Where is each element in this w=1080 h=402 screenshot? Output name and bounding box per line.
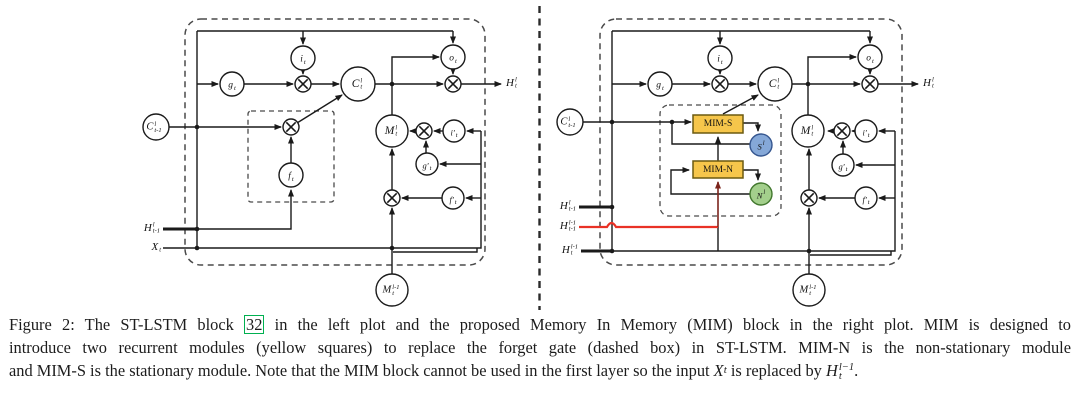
stlstm-gate-circles bbox=[142, 44, 466, 307]
gt-prime-gate-circle bbox=[831, 153, 855, 177]
it-gate-circle bbox=[707, 45, 733, 71]
stlstm-outer-dashed-border bbox=[184, 18, 486, 266]
ft-prime-label: f't bbox=[449, 194, 457, 206]
caption-text: . bbox=[854, 361, 859, 380]
mim-s-module-label: MIM-S bbox=[703, 119, 733, 129]
citation-32-link[interactable]: 32 bbox=[244, 315, 265, 334]
mim-s-module-box bbox=[692, 114, 744, 134]
h-prev-lm1-red-line bbox=[579, 221, 718, 229]
it-prime-label: i't bbox=[862, 127, 870, 139]
caption-text: and MIM-S is the stationary module. Note… bbox=[9, 361, 714, 380]
mim-gate-circles bbox=[556, 44, 883, 307]
caption-text: Figure 2: The ST-LSTM block bbox=[9, 315, 245, 334]
multiply-node bbox=[282, 118, 300, 136]
mim-n-module-box bbox=[692, 160, 744, 179]
it-prime-label: i't bbox=[450, 127, 458, 139]
mt-below-circle bbox=[792, 273, 826, 307]
diagram-canvas bbox=[142, 6, 919, 310]
stlstm-connections bbox=[163, 30, 502, 274]
multiply-node bbox=[861, 75, 879, 93]
ct-cell-circle bbox=[340, 66, 376, 102]
multiply-node bbox=[444, 75, 462, 93]
mt-below-circle bbox=[375, 273, 409, 307]
n-memory-circle bbox=[749, 182, 773, 206]
caption-text: is replaced by bbox=[726, 361, 826, 380]
stlstm-multiply-nodes bbox=[282, 75, 462, 207]
mt-cell-circle bbox=[791, 114, 825, 148]
forget-gate-dashed-box bbox=[247, 110, 335, 203]
stlstm-diagram bbox=[142, 18, 502, 307]
ct-prev-circle bbox=[142, 113, 170, 141]
mim-diagram bbox=[556, 18, 919, 307]
caption-line-2: introduce two recurrent modules (yellow … bbox=[9, 338, 1071, 357]
multiply-node bbox=[294, 75, 312, 93]
multiply-node bbox=[800, 189, 818, 207]
ot-gate-circle bbox=[857, 44, 883, 70]
gt-gate-circle bbox=[647, 71, 673, 97]
mim-junction-dots bbox=[609, 81, 812, 254]
s-memory-circle bbox=[749, 133, 773, 157]
multiply-node bbox=[711, 75, 729, 93]
gt-prime-gate-circle bbox=[415, 152, 439, 176]
caption-line-3: and MIM-S is the stationary module. Note… bbox=[9, 359, 1071, 382]
ft-prime-gate-circle bbox=[441, 186, 465, 210]
caption-line-1: Figure 2: The ST-LSTM block 32 in the le… bbox=[9, 313, 1071, 336]
multiply-node bbox=[833, 122, 851, 140]
mim-inner-dashed-box bbox=[659, 104, 782, 217]
mt-cell-circle bbox=[375, 114, 409, 148]
gt-prime-label: g't bbox=[838, 161, 848, 173]
multiply-node bbox=[383, 189, 401, 207]
multiply-node bbox=[415, 122, 433, 140]
it-prime-gate-circle bbox=[854, 119, 878, 143]
it-prime-gate-circle bbox=[442, 119, 466, 143]
stlstm-junction-dots bbox=[194, 81, 395, 251]
it-gate-circle bbox=[290, 45, 316, 71]
mim-n-module-label: MIM-N bbox=[702, 165, 734, 175]
ot-gate-circle bbox=[440, 44, 466, 70]
ct-prev-circle bbox=[556, 108, 584, 136]
ft-gate-circle bbox=[278, 162, 304, 188]
mim-outer-dashed-border bbox=[599, 18, 903, 266]
figure-caption: Figure 2: The ST-LSTM block 32 in the le… bbox=[9, 313, 1071, 382]
ft-prime-label: f't bbox=[862, 194, 870, 206]
gt-prime-label: g't bbox=[422, 160, 432, 172]
ct-cell-circle bbox=[757, 66, 793, 102]
caption-text: in the left plot and the proposed Memory… bbox=[264, 315, 1071, 334]
ft-prime-gate-circle bbox=[854, 186, 878, 210]
gt-gate-circle bbox=[219, 71, 245, 97]
